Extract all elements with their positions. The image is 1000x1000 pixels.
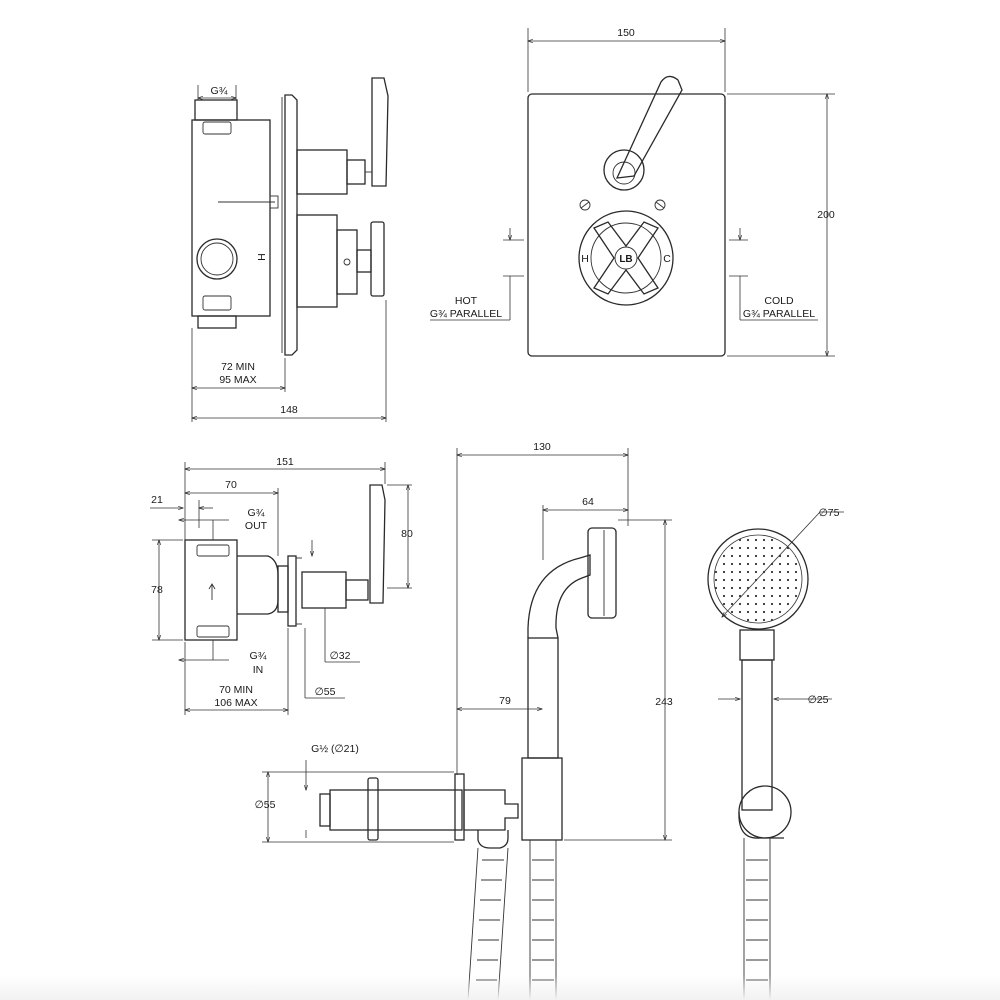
handshower-projection: 130 <box>533 441 551 453</box>
handshower-thread: G½ (∅21) <box>311 743 359 755</box>
hose-sleeve <box>527 637 559 759</box>
front-cold-marker: C <box>663 253 671 265</box>
diverter-lever <box>369 484 386 604</box>
wall-bracket <box>587 527 617 619</box>
side-lever <box>371 77 389 187</box>
front-logo: LB <box>619 254 632 265</box>
diverter-body-width: 70 <box>225 479 237 491</box>
front-hot-label: HOT <box>455 295 478 307</box>
handshower-head-dia: ∅75 <box>819 507 840 519</box>
front-plate <box>527 93 726 357</box>
wall-plate <box>284 94 298 356</box>
screw-right-icon <box>654 199 666 211</box>
front-view: LB H C 150 200 HOT G¾ PARALLEL COLD G¾ P… <box>430 27 835 357</box>
diverter-overall: 151 <box>276 456 294 468</box>
front-cold-thread: G¾ PARALLEL <box>743 308 815 320</box>
handshower-view: 130 64 243 79 G½ (∅21) ∅55 ∅75 ∅25 <box>255 441 844 1000</box>
upper-spindle <box>296 149 348 195</box>
top-inlet-stub <box>194 99 238 121</box>
front-lever-boss <box>603 149 645 191</box>
side-port <box>196 238 238 280</box>
handshower-holder-width: 64 <box>582 496 594 508</box>
bottom-stub <box>197 315 237 329</box>
wall-elbow <box>463 789 519 831</box>
side-hot-mark: H <box>255 253 267 261</box>
diverter-inlet-thread: G¾ <box>250 650 267 662</box>
side-depth-min: 72 MIN <box>221 361 255 373</box>
handshower-elbow-dia: ∅55 <box>255 799 276 811</box>
diverter-body <box>184 539 238 641</box>
side-overall-depth: 148 <box>280 404 298 416</box>
handshower-height: 243 <box>655 696 673 708</box>
screw-left-icon <box>579 199 591 211</box>
valve-body <box>191 119 271 317</box>
diverter-depth-min: 70 MIN <box>219 684 253 696</box>
diverter-spindle-dia: ∅32 <box>330 650 351 662</box>
front-hot-marker: H <box>581 253 589 265</box>
diverter-plate-dia: ∅55 <box>315 686 336 698</box>
diverter-plate <box>287 555 297 627</box>
side-depth-max: 95 MAX <box>219 374 256 386</box>
front-width: 150 <box>617 27 635 39</box>
diverter-view: 151 70 21 G¾ OUT 80 78 G¾ IN ∅32 <box>150 456 413 715</box>
shower-head <box>707 528 809 630</box>
threaded-connector <box>329 789 463 831</box>
diverter-body-height: 78 <box>151 584 163 596</box>
front-cross-handle <box>578 210 674 306</box>
handle-collar <box>739 629 775 661</box>
side-cross-handle <box>370 221 385 297</box>
bottom-fade <box>0 975 1000 1000</box>
front-hot-thread: G¾ PARALLEL <box>430 308 502 320</box>
diverter-outlet-thread: G¾ <box>248 507 265 519</box>
handshower-elbow-offset: 79 <box>499 695 511 707</box>
diverter-outlet-label: OUT <box>245 520 268 532</box>
holder-column <box>521 757 563 841</box>
front-lever <box>615 75 683 179</box>
diverter-depth-max: 106 MAX <box>214 697 257 709</box>
side-inlet-thread: G¾ <box>211 85 228 97</box>
diverter-offset: 21 <box>151 494 163 506</box>
diverter-lever-height: 80 <box>401 528 413 540</box>
handle <box>741 659 773 811</box>
wall-holder <box>738 785 792 839</box>
diverter-spindle <box>301 571 347 609</box>
front-cold-label: COLD <box>764 295 794 307</box>
side-view: H G¾ 72 MIN 95 MAX 148 <box>191 77 389 422</box>
handshower-handle-dia: ∅25 <box>808 694 829 706</box>
diverter-inlet-label: IN <box>253 664 264 676</box>
front-height: 200 <box>817 209 835 221</box>
lower-spindle <box>296 214 338 308</box>
